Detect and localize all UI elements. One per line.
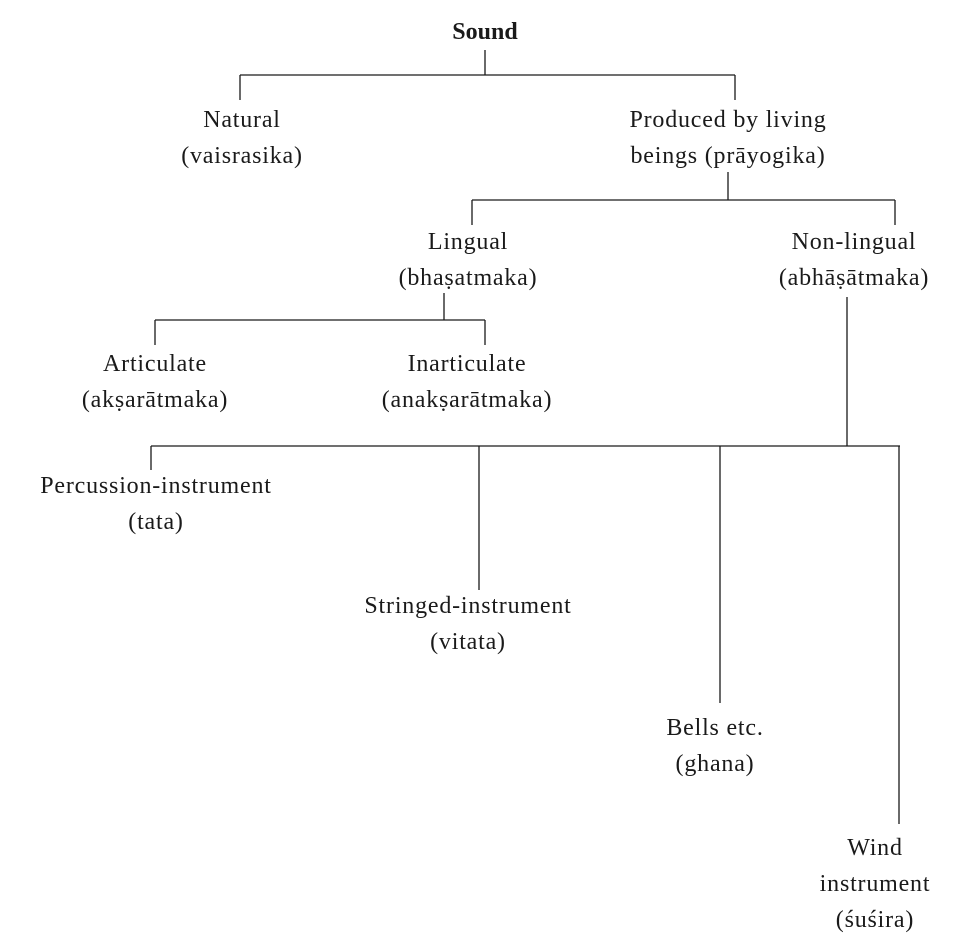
node-natural-line1: Natural	[203, 107, 281, 133]
node-articulate-line1: Articulate	[103, 351, 207, 377]
node-bells: Bells etc. (ghana)	[600, 710, 830, 782]
node-stringed-line2: (vitata)	[430, 629, 506, 655]
node-produced-line1: Produced by living	[629, 107, 827, 133]
node-wind-instrument: Wind instrument (śuśira)	[790, 830, 960, 938]
node-non-lingual-line2: (abhāṣātmaka)	[778, 265, 930, 291]
node-sound: Sound	[405, 17, 565, 47]
node-produced-by-living-beings: Produced by living beings (prāyogika)	[578, 102, 878, 174]
node-wind-line1: Wind	[847, 835, 903, 861]
node-articulate-line2: (akṣarātmaka)	[81, 387, 229, 413]
node-articulate: Articulate (akṣarātmaka)	[35, 346, 275, 418]
node-lingual: Lingual (bhaṣatmaka)	[348, 224, 588, 296]
node-stringed-instrument: Stringed-instrument (vitata)	[318, 588, 618, 660]
node-inarticulate: Inarticulate (anakṣarātmaka)	[342, 346, 592, 418]
node-inarticulate-line2: (anakṣarātmaka)	[381, 387, 553, 413]
node-natural: Natural (vaisrasika)	[122, 102, 362, 174]
node-non-lingual-line1: Non-lingual	[791, 229, 917, 255]
node-stringed-line1: Stringed-instrument	[364, 593, 572, 619]
node-wind-line3: (śuśira)	[835, 907, 915, 933]
node-non-lingual: Non-lingual (abhāṣātmaka)	[752, 224, 956, 296]
node-lingual-line1: Lingual	[427, 229, 509, 255]
node-percussion-line2: (tata)	[128, 509, 184, 535]
node-bells-line2: (ghana)	[675, 751, 755, 777]
node-inarticulate-line1: Inarticulate	[407, 351, 527, 377]
node-wind-line2: instrument	[819, 871, 931, 897]
node-produced-line2: beings (prāyogika)	[630, 143, 826, 169]
node-percussion-line1: Percussion-instrument	[40, 473, 272, 499]
node-sound-label: Sound	[452, 19, 518, 45]
node-bells-line1: Bells etc.	[666, 715, 764, 741]
node-natural-line2: (vaisrasika)	[181, 143, 303, 169]
node-percussion-instrument: Percussion-instrument (tata)	[6, 468, 306, 540]
node-lingual-line2: (bhaṣatmaka)	[398, 265, 538, 291]
